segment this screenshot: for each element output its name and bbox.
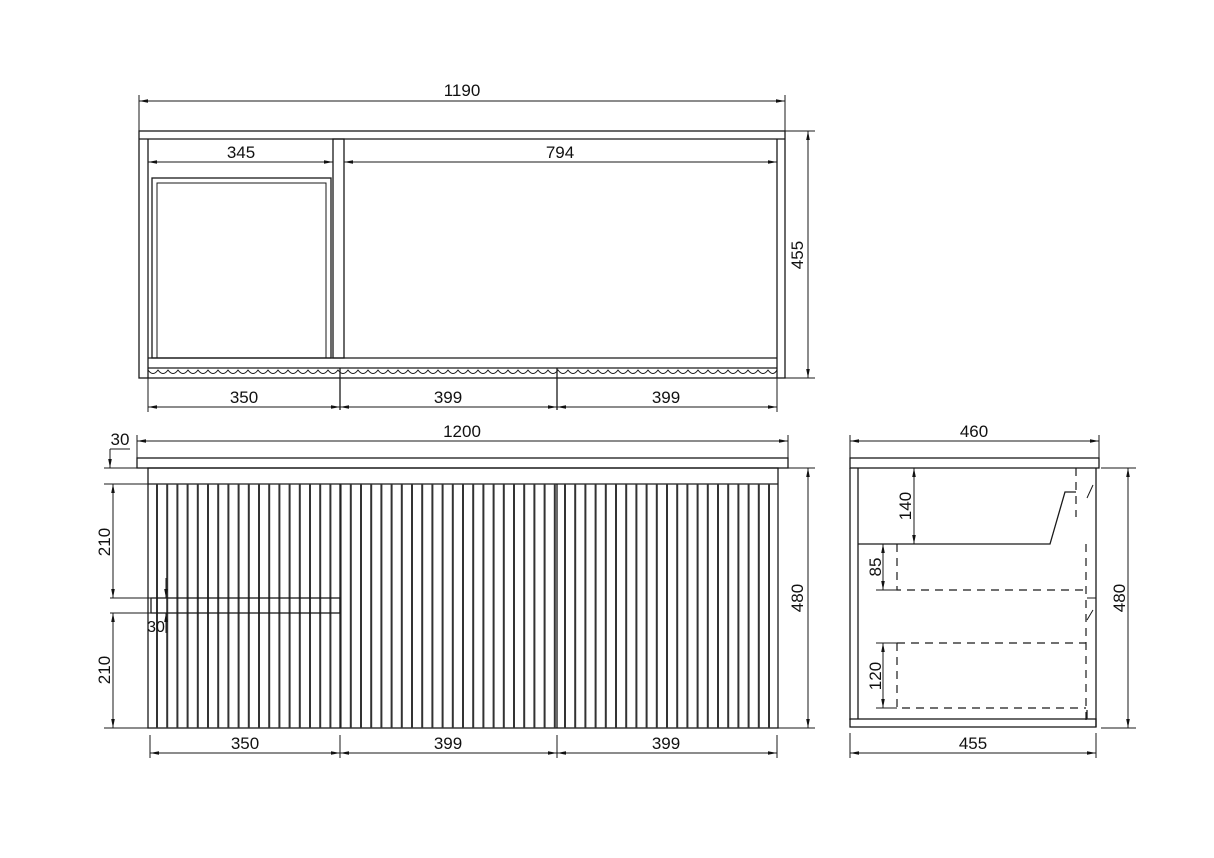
dim-480-side: 480 <box>1110 584 1129 612</box>
handle-gap <box>150 597 341 614</box>
top-view: 1190 345 794 455 350 399 399 <box>138 81 815 412</box>
dim-460: 460 <box>960 422 988 441</box>
dim-210-upper: 210 <box>95 528 114 556</box>
drawer-box <box>151 177 332 359</box>
dim-480-front: 480 <box>788 584 807 612</box>
front-view: 1200 30 210 30 210 480 350 399 399 <box>95 422 815 758</box>
dim-350-top: 350 <box>230 388 258 407</box>
divider-panel <box>332 138 345 359</box>
dim-140: 140 <box>896 492 915 520</box>
dim-30-gap: 30 <box>147 619 165 636</box>
dim-455-side: 455 <box>959 734 987 753</box>
dim-399-front-a: 399 <box>434 734 462 753</box>
countertop <box>136 457 789 469</box>
dim-1200: 1200 <box>443 422 481 441</box>
dim-794: 794 <box>546 143 574 162</box>
dim-120: 120 <box>866 662 885 690</box>
dim-399-front-b: 399 <box>652 734 680 753</box>
dim-210-lower: 210 <box>95 656 114 684</box>
dim-85: 85 <box>866 558 885 577</box>
side-view: 460 140 85 120 480 455 <box>849 422 1136 758</box>
fluted-door-edge <box>147 369 778 374</box>
top-view-outline <box>138 130 786 379</box>
dim-345: 345 <box>227 143 255 162</box>
side-base <box>849 718 1097 728</box>
side-countertop <box>849 457 1100 469</box>
dim-399-top-a: 399 <box>434 388 462 407</box>
dim-455: 455 <box>788 241 807 269</box>
basin-profile <box>858 491 1076 545</box>
dim-30-top: 30 <box>111 430 130 449</box>
upper-drawer-hidden <box>896 544 1087 720</box>
dim-350-front: 350 <box>231 734 259 753</box>
lower-drawer-hidden <box>896 468 1086 709</box>
fluted-fronts <box>156 484 770 728</box>
dim-1190: 1190 <box>444 81 481 100</box>
dim-399-top-b: 399 <box>652 388 680 407</box>
